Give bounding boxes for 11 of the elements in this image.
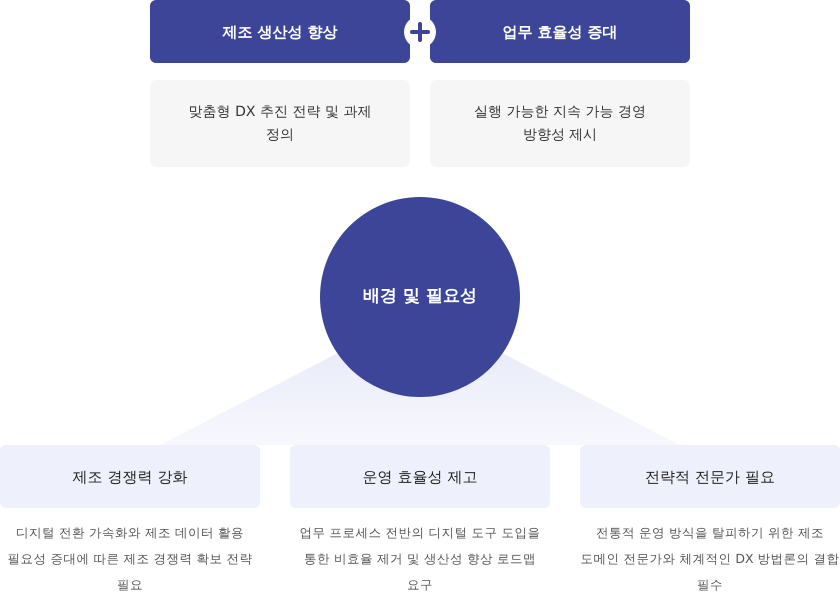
description-text: 디지털 전환 가속화와 제조 데이터 활용 필요성 증대에 따른 제조 경쟁력 확보 전략 필요 (6, 524, 254, 594)
need-box: 전략적 전문가 필요 (580, 445, 840, 508)
need-box: 제조 경쟁력 강화 (0, 445, 260, 508)
description-text: 전통적 운영 방식을 탈피하기 위한 제조 도메인 전문가와 체계적인 DX 방법론의 결합 필수 (580, 524, 840, 594)
need-box: 운영 효율성 제고 (290, 445, 550, 508)
goal-box: 업무 효율성 증대 (430, 0, 690, 63)
goal-box: 제조 생산성 향상 (150, 0, 410, 63)
detail-box: 실행 가능한 지속 가능 경영 방향성 제시 (430, 80, 690, 167)
description-text: 업무 프로세스 전반의 디지털 도구 도입을 통한 비효율 제거 및 생산성 향상 로드맵 요구 (298, 524, 542, 594)
core-circle: 배경 및 필요성 (320, 197, 520, 397)
detail-box: 맞춤형 DX 추진 전략 및 과제 정의 (150, 80, 410, 167)
